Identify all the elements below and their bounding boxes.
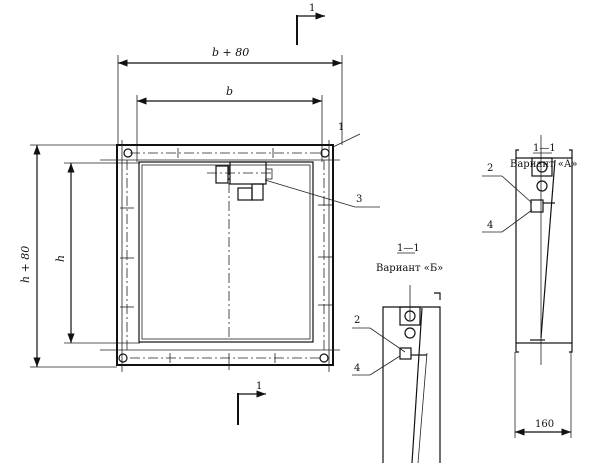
callout-3: 3 (264, 179, 380, 208)
svg-text:1: 1 (338, 122, 344, 133)
svg-text:1: 1 (256, 381, 262, 392)
section-variant-a: 1—1 Вариант «А» 2 4 160 (482, 135, 578, 438)
svg-text:2: 2 (487, 163, 493, 174)
dimension-inner-width: b (136, 85, 323, 162)
svg-text:Вариант «А»: Вариант «А» (510, 159, 578, 170)
svg-text:h: h (54, 255, 67, 262)
svg-text:3: 3 (356, 194, 362, 205)
svg-text:2: 2 (354, 315, 360, 326)
svg-text:Вариант «Б»: Вариант «Б» (376, 263, 443, 274)
svg-text:1—1: 1—1 (533, 143, 556, 154)
svg-text:160: 160 (535, 419, 554, 430)
bolt-hole-icon (118, 148, 330, 363)
section-mark-top: 1 (296, 3, 325, 45)
svg-text:h + 80: h + 80 (19, 246, 32, 283)
svg-text:4: 4 (354, 363, 360, 374)
svg-text:1—1: 1—1 (397, 243, 420, 254)
svg-text:4: 4 (487, 220, 493, 231)
callout-1: 1 (332, 122, 361, 148)
section-mark-bottom: 1 (237, 381, 266, 425)
svg-text:b: b (226, 85, 233, 98)
svg-text:b + 80: b + 80 (212, 46, 249, 59)
dimension-outer-width: b + 80 (117, 46, 343, 145)
section-variant-b: 1—1 Вариант «Б» 2 4 (352, 243, 443, 464)
svg-text:1: 1 (309, 3, 315, 14)
frame-front-view (100, 140, 340, 372)
dimension-outer-height: h + 80 (19, 144, 117, 368)
